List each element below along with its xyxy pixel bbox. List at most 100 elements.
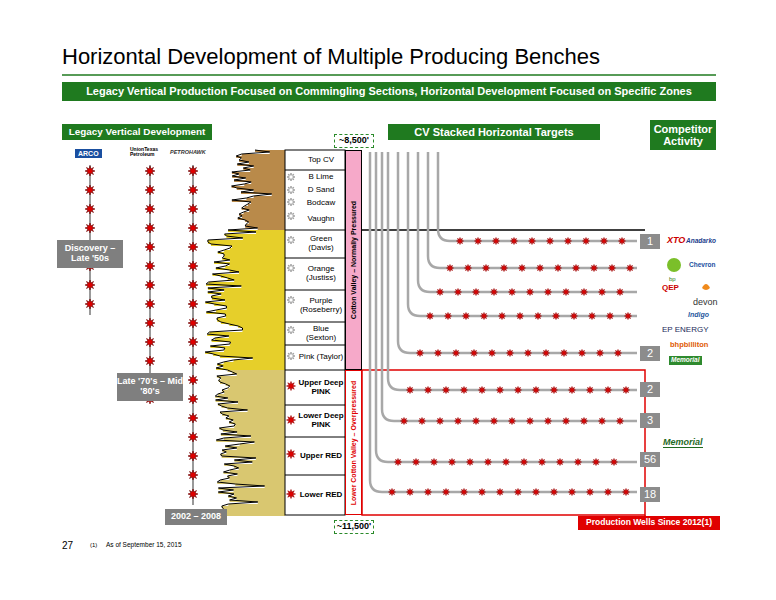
- log-fill: [230, 386, 285, 388]
- frac-stage: [535, 313, 542, 320]
- log-fill: [270, 152, 285, 154]
- perforation-star: [188, 166, 198, 176]
- log-fill: [244, 206, 285, 208]
- log-fill: [250, 170, 285, 172]
- log-fill: [225, 510, 285, 512]
- log-fill: [234, 466, 285, 468]
- log-fill: [228, 388, 285, 390]
- log-fill: [238, 402, 285, 404]
- log-fill: [215, 338, 285, 340]
- log-fill: [233, 360, 285, 362]
- log-fill: [240, 444, 285, 446]
- zone-star: [287, 264, 295, 272]
- frac-stage: [529, 238, 536, 245]
- log-fill: [225, 314, 285, 316]
- frac-stage: [413, 459, 420, 466]
- log-fill: [252, 462, 285, 464]
- well-count: 56: [640, 452, 660, 467]
- horizontal-well: [376, 152, 637, 462]
- logo: Anadarko: [686, 238, 716, 245]
- horizontal-well: [418, 152, 637, 292]
- depth-marker: ~11,500': [334, 520, 374, 534]
- frac-stage: [579, 350, 586, 357]
- log-fill: [220, 382, 285, 384]
- logo: Memorial: [669, 356, 702, 365]
- perforation-star: [188, 470, 198, 480]
- perforation-star: [145, 356, 155, 366]
- perforation-star: [85, 166, 95, 176]
- frac-stage: [581, 418, 588, 425]
- frac-stage: [435, 350, 442, 357]
- log-fill: [239, 468, 285, 470]
- log-fill: [216, 310, 285, 312]
- frac-stage: [501, 265, 508, 272]
- frac-stage: [527, 418, 534, 425]
- log-fill: [242, 216, 285, 218]
- frac-stage: [575, 459, 582, 466]
- frac-stage: [509, 289, 516, 296]
- zone-divider: [285, 370, 345, 371]
- node-text: Purple (Roseberry): [297, 297, 345, 315]
- footnote-mark: (1): [90, 542, 97, 548]
- frac-stage: [389, 489, 396, 496]
- zone-star: [287, 198, 295, 206]
- log-fill: [217, 364, 285, 366]
- well-count: 2: [640, 346, 660, 361]
- frac-stage: [509, 418, 516, 425]
- log-fill: [217, 376, 285, 378]
- pressure-boundary: [362, 229, 645, 231]
- perforation-star: [145, 337, 155, 347]
- perforation-star: [188, 394, 198, 404]
- log-fill: [229, 478, 285, 480]
- log-fill: [226, 418, 285, 420]
- log-fill: [229, 264, 285, 266]
- frac-stage: [425, 489, 432, 496]
- frac-stage: [609, 265, 616, 272]
- log-fill: [224, 350, 285, 352]
- log-fill: [237, 374, 285, 376]
- perforation-star: [145, 242, 155, 252]
- log-trace: [205, 150, 272, 514]
- frac-stage: [473, 289, 480, 296]
- log-fill: [217, 318, 285, 320]
- frac-stage: [463, 313, 470, 320]
- zone-divider: [285, 345, 345, 346]
- era-box: Discovery – Late '50s: [57, 240, 123, 268]
- log-fill: [232, 246, 285, 248]
- node-text: ~8,500': [339, 136, 369, 146]
- logo: Indigo: [688, 311, 709, 318]
- well-count: 18: [640, 487, 660, 502]
- log-fill: [244, 212, 285, 214]
- log-fill: [205, 302, 285, 304]
- logo: EP ENERGY: [662, 326, 709, 334]
- log-fill: [221, 512, 285, 514]
- frac-stage: [417, 350, 424, 357]
- frac-stage: [597, 350, 604, 357]
- log-fill: [235, 424, 285, 426]
- frac-stage: [515, 387, 522, 394]
- frac-stage: [497, 387, 504, 394]
- perforation-star: [145, 204, 155, 214]
- frac-stage: [525, 350, 532, 357]
- log-fill: [233, 490, 285, 492]
- log-fill: [225, 348, 285, 350]
- depth-marker: ~8,500': [334, 134, 374, 148]
- zone-box: D Sand: [285, 184, 345, 197]
- zone-column: [285, 150, 345, 515]
- zone-box: Lower Deep PINK: [285, 406, 345, 436]
- frac-stage: [601, 238, 608, 245]
- horizontal-well: [388, 152, 637, 390]
- log-fill: [256, 458, 285, 460]
- frac-stage: [499, 313, 506, 320]
- perforation-star: [188, 299, 198, 309]
- node-text: Cotton Valley – Normally Pressured: [350, 201, 358, 319]
- perforation-star: [188, 204, 198, 214]
- log-fill: [265, 486, 285, 488]
- log-fill: [226, 384, 285, 386]
- frac-stage: [545, 418, 552, 425]
- node-text: 1: [647, 235, 653, 247]
- frac-stage: [445, 313, 452, 320]
- frac-stage: [551, 387, 558, 394]
- log-fill: [219, 380, 285, 382]
